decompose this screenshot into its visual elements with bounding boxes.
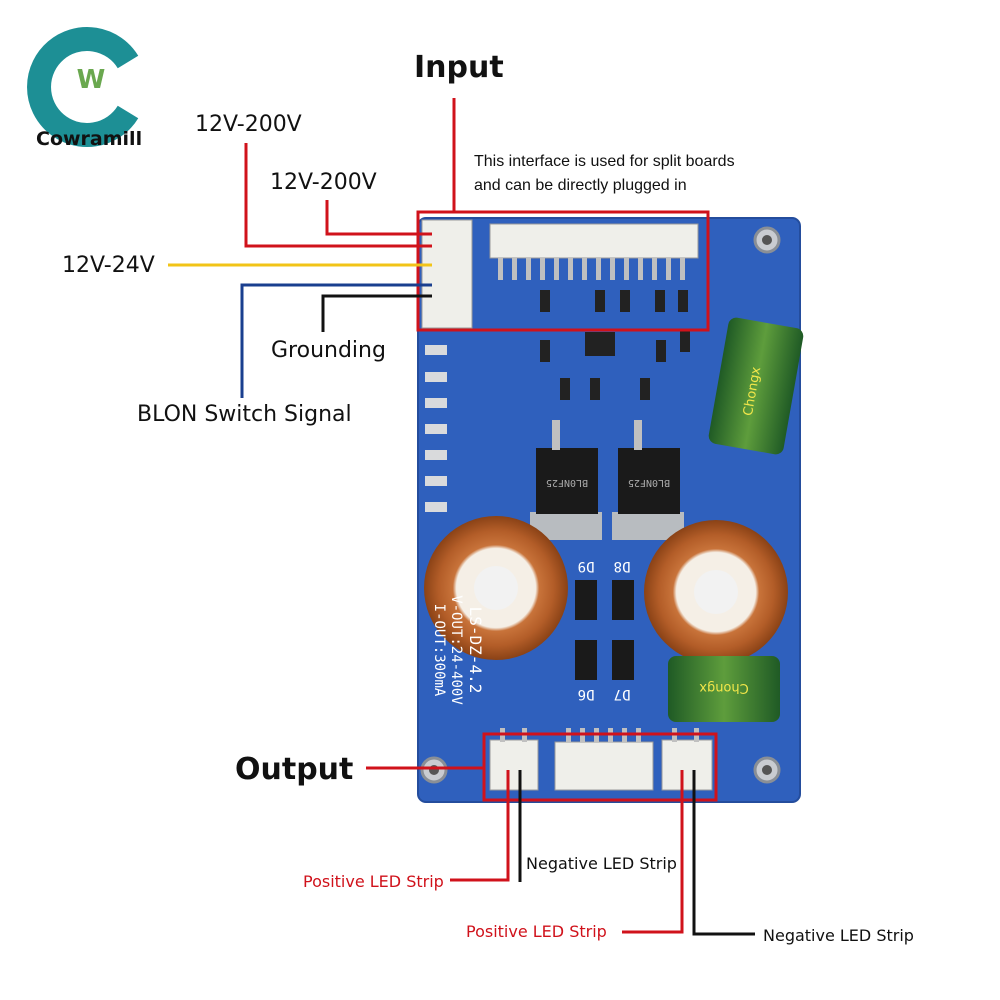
interface-note-line1: This interface is used for split boards: [474, 153, 735, 170]
negative-led-strip-label-2: Negative LED Strip: [763, 926, 914, 945]
input-heading: Input: [414, 50, 504, 85]
svg-text:Chongx: Chongx: [699, 680, 749, 695]
capacitor-ce1: Chongx: [708, 317, 804, 455]
svg-text:I-OUT:300mA: I-OUT:300mA: [431, 604, 447, 697]
svg-text:V-OUT:24-400V: V-OUT:24-400V: [448, 595, 464, 705]
blon-label: BLON Switch Signal: [137, 402, 352, 427]
positive-led-strip-label-2: Positive LED Strip: [466, 922, 607, 941]
output-heading: Output: [235, 752, 354, 787]
logo-letter: W: [77, 65, 106, 95]
led-driver-board: BL0NF25 BL0NF25 D9 D8 D6 D7 Chongx Chon: [417, 217, 804, 803]
negative-led-strip-label-1: Negative LED Strip: [526, 854, 677, 873]
svg-text:D9: D9: [578, 558, 595, 574]
voltage-label-3: 12V-24V: [62, 253, 155, 278]
input-highlight-box: [416, 210, 710, 332]
positive-led-strip-label-1: Positive LED Strip: [303, 872, 444, 891]
cowramill-logo: W: [27, 27, 139, 147]
mosfet-q102: BL0NF25: [612, 420, 684, 540]
interface-note-line2: and can be directly plugged in: [474, 177, 687, 194]
brand-name: Cowramill: [36, 128, 143, 150]
svg-text:D7: D7: [614, 686, 631, 702]
grounding-label: Grounding: [271, 338, 386, 363]
svg-text:D8: D8: [614, 558, 631, 574]
svg-text:BL0NF25: BL0NF25: [628, 477, 670, 488]
voltage-label-1: 12V-200V: [195, 112, 302, 137]
svg-text:D6: D6: [578, 686, 595, 702]
svg-text:BL0NF25: BL0NF25: [546, 477, 588, 488]
voltage-label-2: 12V-200V: [270, 170, 377, 195]
callout-lines: [168, 98, 755, 936]
capacitor-ce3: Chongx: [668, 656, 780, 722]
svg-text:LS-DZ-4.2: LS-DZ-4.2: [466, 607, 485, 694]
